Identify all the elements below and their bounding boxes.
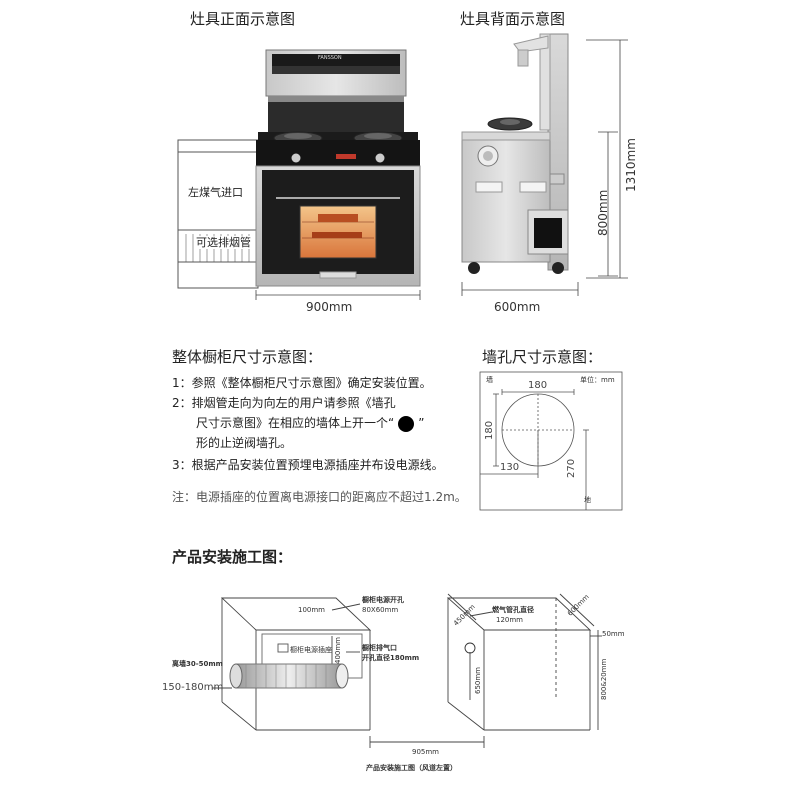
black-circle-icon xyxy=(398,415,415,432)
exhaust-diameter-label: 开孔直径180mm xyxy=(362,654,420,662)
exhaust-outlet-label: 橱柜排气口 xyxy=(362,644,397,652)
install-title: 产品安装施工图： xyxy=(172,548,293,566)
cabinet-title: 整体橱柜尺寸示意图： xyxy=(172,348,323,366)
dim-180-left: 180 xyxy=(484,420,495,440)
cabinet-power-hole-label: 橱柜电源开孔 xyxy=(362,596,404,604)
front-dimension-line xyxy=(255,290,421,300)
dim-130: 130 xyxy=(500,462,520,473)
instruction-1: 1：参照《整体橱柜尺寸示意图》确定安装位置。 xyxy=(172,376,432,390)
label-905mm: 905mm xyxy=(412,748,439,756)
instruction-2-line-3: 形的止逆阀墙孔。 xyxy=(196,436,293,450)
label-50mm: 50mm xyxy=(602,630,625,638)
height-800-label: 800mm xyxy=(596,189,610,236)
wall-distance-label: 离墙30-50mm xyxy=(172,660,223,668)
unit-label: 单位：mm xyxy=(580,376,615,384)
instruction-2-line-2: 尺寸示意图》在相应的墙体上开一个“ ” xyxy=(196,414,424,432)
note-text: 注：电源插座的位置离电源接口的距离应不超过1.2m。 xyxy=(172,490,467,504)
stove-front xyxy=(255,49,421,287)
gas-pipe-label: 燃气管孔直径 xyxy=(492,606,534,614)
gas-pipe-size-label: 120mm xyxy=(496,616,523,624)
left-gas-inlet-label: 左煤气进口 xyxy=(188,186,243,199)
brand-logo-text: FANSSON xyxy=(318,55,342,61)
height-1310-label: 1310mm xyxy=(624,138,638,192)
exhaust-duct xyxy=(229,663,349,689)
optional-pipe-label: 可选排烟管 xyxy=(196,236,251,250)
instruction-2-line-1: 2：排烟管走向为向左的用户请参照《墙孔 xyxy=(172,396,396,410)
install-caption: 产品安装施工图（风道左置） xyxy=(366,764,457,772)
stove-back xyxy=(461,33,569,274)
front-side-cabinet xyxy=(177,139,259,289)
instruction-2-quote-close: ” xyxy=(418,416,425,430)
back-width-label: 600mm xyxy=(494,300,541,314)
label-150-180mm: 150-180mm xyxy=(162,682,224,693)
front-width-label: 900mm xyxy=(306,300,353,314)
instruction-2-line-2-text: 尺寸示意图》在相应的墙体上开一个“ xyxy=(196,416,395,430)
wall-hole-title: 墙孔尺寸示意图： xyxy=(482,348,603,366)
label-100mm: 100mm xyxy=(298,606,325,614)
back-view-title: 灶具背面示意图 xyxy=(460,10,566,28)
wall-label: 墙 xyxy=(486,376,493,384)
floor-label: 地 xyxy=(584,496,591,504)
instruction-3: 3：根据产品安装位置预埋电源插座并布设电源线。 xyxy=(172,458,444,472)
label-650mm: 650mm xyxy=(474,667,482,694)
label-800mm: 800&20mm xyxy=(600,658,608,700)
front-view-title: 灶具正面示意图 xyxy=(190,10,296,28)
power-hole-size-label: 80X60mm xyxy=(362,606,399,614)
dim-270: 270 xyxy=(566,458,577,478)
wall-hole-diagram xyxy=(479,371,623,511)
label-400mm: 400mm xyxy=(334,637,342,664)
power-socket-label: 橱柜电源插座 xyxy=(290,646,332,654)
back-dimension-lines xyxy=(461,39,628,296)
dim-180-top: 180 xyxy=(528,380,548,391)
